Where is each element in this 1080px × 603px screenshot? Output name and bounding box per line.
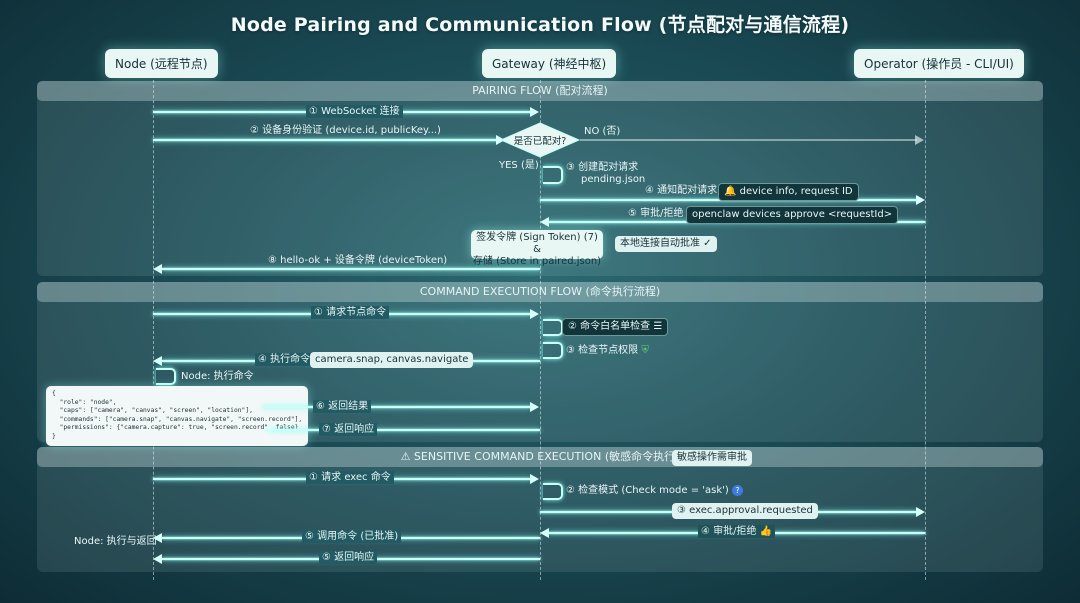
label-no: NO (否) — [584, 126, 621, 137]
page-title: Node Pairing and Communication Flow (节点配… — [230, 14, 850, 36]
arrow-head — [153, 264, 162, 274]
arrow-hello-ok — [162, 268, 540, 270]
sensitive-header-label: ⚠ SENSITIVE COMMAND EXECUTION (敏感命令执行) — [400, 450, 680, 463]
step-return-result: ⑥ 返回结果 — [313, 400, 372, 413]
bell-icon: 🔔 — [724, 186, 737, 197]
arrow-head — [153, 554, 162, 564]
arrow-auth — [153, 139, 498, 141]
arrow-head — [915, 135, 924, 145]
actor-node: Node (远程节点) — [105, 49, 218, 78]
arrow-head — [530, 402, 539, 412]
step-hello-ok: ⑧ hello-ok + 设备令牌 (deviceToken) — [268, 255, 448, 266]
approve-command-chip: openclaw devices approve <requestId> — [686, 206, 899, 224]
actor-operator: Operator (操作员 - CLI/UI) — [854, 49, 1024, 78]
sign-token-line1: 签发令牌 (Sign Token) (7) & — [476, 232, 598, 255]
notify-chip-label: device info, request ID — [739, 186, 853, 197]
step-exec-cmd: ④ 执行命令 — [255, 353, 314, 366]
step-request-cmd: ① 请求节点命令 — [311, 306, 390, 319]
node-exec-label: Node: 执行命令 — [181, 371, 254, 382]
step-approve: ⑤ 审批/拒绝 — [628, 208, 684, 219]
step-permission: ③ 检查节点权限 ⛨ — [566, 344, 649, 357]
approval-requested-chip: ③ exec.approval.requested — [672, 503, 818, 519]
step-websocket: ① WebSocket 连接 — [306, 105, 403, 118]
step-approve-reject: ④ 审批/拒绝 👍 — [698, 525, 776, 538]
node-capabilities-json: { "role": "node", "caps": ["camera", "ca… — [46, 386, 309, 446]
sensitive-badge: 敏感操作需审批 — [672, 450, 752, 466]
gateway-lifeline — [540, 75, 541, 580]
step-request-exec: ① 请求 exec 命令 — [306, 471, 394, 484]
step-notify: ④ 通知配对请求 — [645, 185, 718, 196]
arrow-head — [540, 528, 549, 538]
arrow-head — [530, 309, 539, 319]
decision-label: 是否已配对? — [513, 136, 567, 147]
sign-token-box: 签发令牌 (Sign Token) (7) & 存储 (Store in pai… — [471, 230, 603, 267]
arrow-no — [580, 139, 917, 141]
arrow-return-response — [271, 429, 540, 431]
loop-permission — [543, 342, 563, 359]
loop-node-exec — [156, 368, 176, 385]
decision-diamond — [500, 122, 580, 158]
operator-lifeline — [925, 75, 926, 580]
arrow-head — [153, 356, 162, 366]
label-yes: YES (是) — [499, 160, 539, 171]
auto-approve-badge: 本地连接自动批准 ✓ — [615, 236, 717, 252]
step-check-mode-label: ② 检查模式 (Check mode = 'ask') — [566, 485, 729, 496]
arrow-head — [916, 195, 925, 205]
arrow-head — [530, 107, 539, 117]
step-create: ③ 创建配对请求 — [566, 162, 639, 173]
sign-token-line2: 存储 (Store in paired.json) — [472, 256, 602, 267]
arrow-head — [916, 507, 925, 517]
arrow-head — [530, 474, 539, 484]
node-exec-return-label: Node: 执行与返回 — [74, 536, 157, 547]
step-invoke-cmd: ⑤ 调用命令 (已批准) — [302, 530, 402, 543]
notify-chip: 🔔 device info, request ID — [718, 183, 859, 201]
arrow-head — [540, 217, 549, 227]
whitelist-chip: ② 命令白名单检查 ☰ — [562, 318, 669, 336]
exec-cmd-chip: camera.snap, canvas.navigate — [310, 352, 474, 368]
loop-whitelist — [543, 319, 563, 336]
node-lifeline — [153, 75, 154, 580]
step-check-mode: ② 检查模式 (Check mode = 'ask') ? — [566, 484, 743, 497]
arrow-return-result — [263, 406, 531, 408]
step-create-file: pending.json — [581, 174, 646, 185]
step-return-exec: ⑤ 返回响应 — [319, 551, 378, 564]
loop-create — [543, 166, 563, 184]
step-permission-label: ③ 检查节点权限 — [566, 345, 639, 356]
step-auth: ② 设备身份验证 (device.id, publicKey...) — [250, 125, 441, 136]
arrow-head — [262, 425, 271, 435]
shield-icon: ⛨ — [641, 345, 649, 356]
actor-gateway: Gateway (神经中枢) — [482, 49, 617, 78]
question-icon: ? — [731, 485, 743, 496]
step-return-response: ⑦ 返回响应 — [319, 423, 378, 436]
arrow-head — [153, 533, 162, 543]
loop-check-mode — [543, 483, 563, 500]
